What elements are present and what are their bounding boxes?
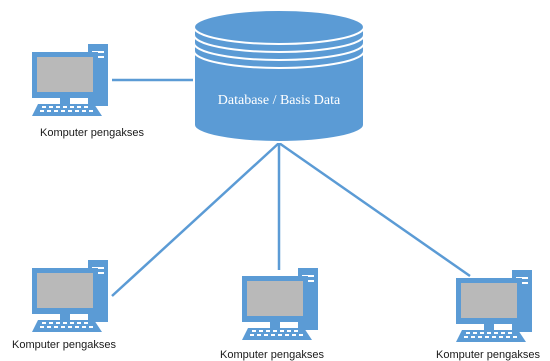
database-ring-2 bbox=[193, 42, 365, 61]
computer-label: Komputer pengakses bbox=[40, 127, 144, 139]
computer-bottom-center: Komputer pengakses bbox=[220, 268, 324, 361]
database-ring-3 bbox=[193, 50, 365, 69]
computer-bottom-left: Komputer pengakses bbox=[12, 260, 116, 351]
computer-icon bbox=[32, 44, 108, 116]
connection-bottom-left bbox=[111, 142, 280, 297]
connections bbox=[111, 78, 471, 297]
database-label: Database / Basis Data bbox=[218, 93, 341, 108]
computer-top-left: Komputer pengakses bbox=[32, 44, 144, 139]
computer-label: Komputer pengakses bbox=[436, 349, 540, 361]
connection-bottom-right bbox=[278, 141, 471, 278]
computer-label: Komputer pengakses bbox=[12, 339, 116, 351]
computer-icon bbox=[456, 270, 532, 342]
computer-icon bbox=[242, 268, 318, 340]
database-ring-1 bbox=[193, 34, 365, 53]
computer-icon bbox=[32, 260, 108, 332]
database-cylinder: Database / Basis Data bbox=[193, 9, 365, 143]
computer-label: Komputer pengakses bbox=[220, 349, 324, 361]
database-top bbox=[193, 9, 365, 45]
computer-bottom-right: Komputer pengakses bbox=[436, 270, 540, 361]
